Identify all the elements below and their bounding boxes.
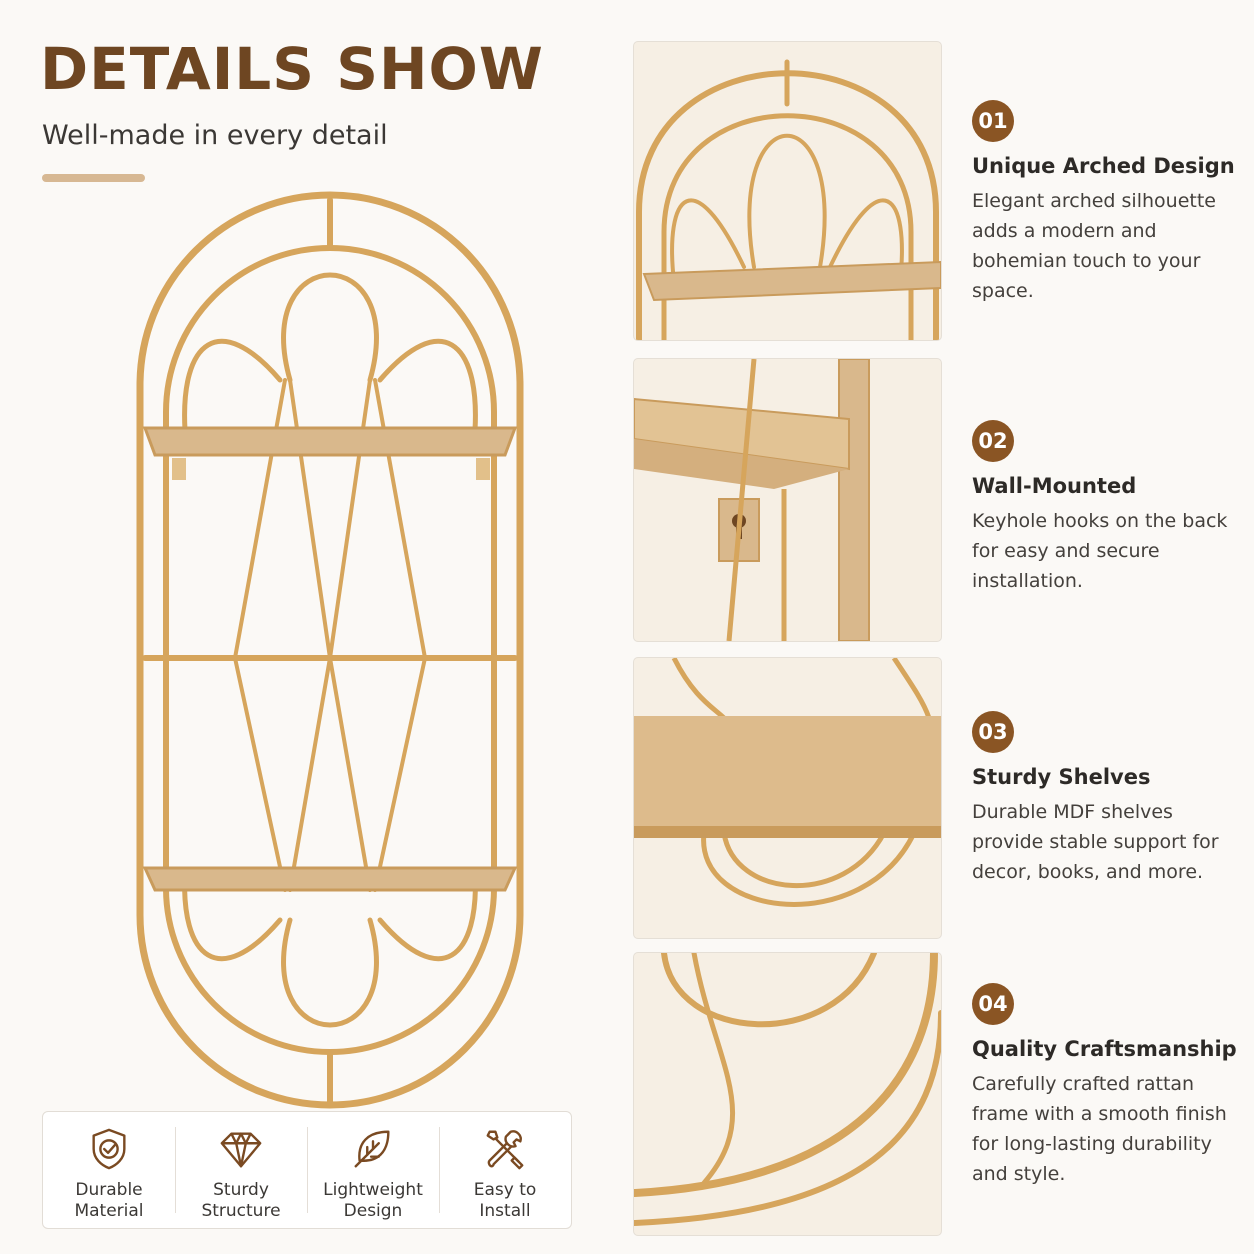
- icon-bar-label: Easy to Install: [473, 1180, 537, 1221]
- feature-number-badge: 04: [972, 983, 1014, 1025]
- page-title: DETAILS SHOW: [40, 35, 544, 103]
- detail-image-arch: [633, 41, 942, 341]
- detail-image-shelf: [633, 657, 942, 939]
- feature-description: Keyhole hooks on the back for easy and s…: [972, 510, 1228, 592]
- feature-1: 01 Unique Arched Design Elegant arched s…: [972, 100, 1242, 306]
- feature-4: 04 Quality Craftsmanship Carefully craft…: [972, 983, 1242, 1189]
- feature-3: 03 Sturdy Shelves Durable MDF shelves pr…: [972, 711, 1242, 887]
- icon-bar-label: Sturdy Structure: [201, 1180, 281, 1221]
- shield-check-icon: [92, 1128, 126, 1170]
- page-subtitle: Well-made in every detail: [42, 120, 388, 151]
- feature-title: Quality Craftsmanship: [972, 1037, 1237, 1061]
- feature-description: Elegant arched silhouette adds a modern …: [972, 190, 1216, 302]
- leaf-icon: [354, 1130, 390, 1168]
- detail-image-keyhole: [633, 358, 942, 642]
- feature-number-badge: 02: [972, 420, 1014, 462]
- title-underline: [42, 174, 145, 182]
- icon-bar-item-sturdy: Sturdy Structure: [175, 1112, 307, 1228]
- icon-bar-item-durable: Durable Material: [43, 1112, 175, 1228]
- shelf-product-image: [136, 191, 524, 1109]
- diamond-icon: [220, 1132, 262, 1168]
- feature-2: 02 Wall-Mounted Keyhole hooks on the bac…: [972, 420, 1242, 596]
- detail-image-frame: [633, 952, 942, 1236]
- feature-description: Durable MDF shelves provide stable suppo…: [972, 801, 1219, 883]
- icon-bar-item-lightweight: Lightweight Design: [307, 1112, 439, 1228]
- icon-bar-label: Durable Material: [74, 1180, 144, 1221]
- feature-title: Wall-Mounted: [972, 474, 1137, 498]
- feature-icon-bar: Durable Material Sturdy Structure Lightw…: [42, 1111, 572, 1229]
- feature-title: Sturdy Shelves: [972, 765, 1151, 789]
- feature-number-badge: 01: [972, 100, 1014, 142]
- icon-bar-label: Lightweight Design: [323, 1180, 423, 1221]
- icon-bar-item-install: Easy to Install: [439, 1112, 571, 1228]
- tools-icon: [486, 1130, 524, 1170]
- feature-number-badge: 03: [972, 711, 1014, 753]
- feature-title: Unique Arched Design: [972, 154, 1235, 178]
- feature-description: Carefully crafted rattan frame with a sm…: [972, 1073, 1227, 1185]
